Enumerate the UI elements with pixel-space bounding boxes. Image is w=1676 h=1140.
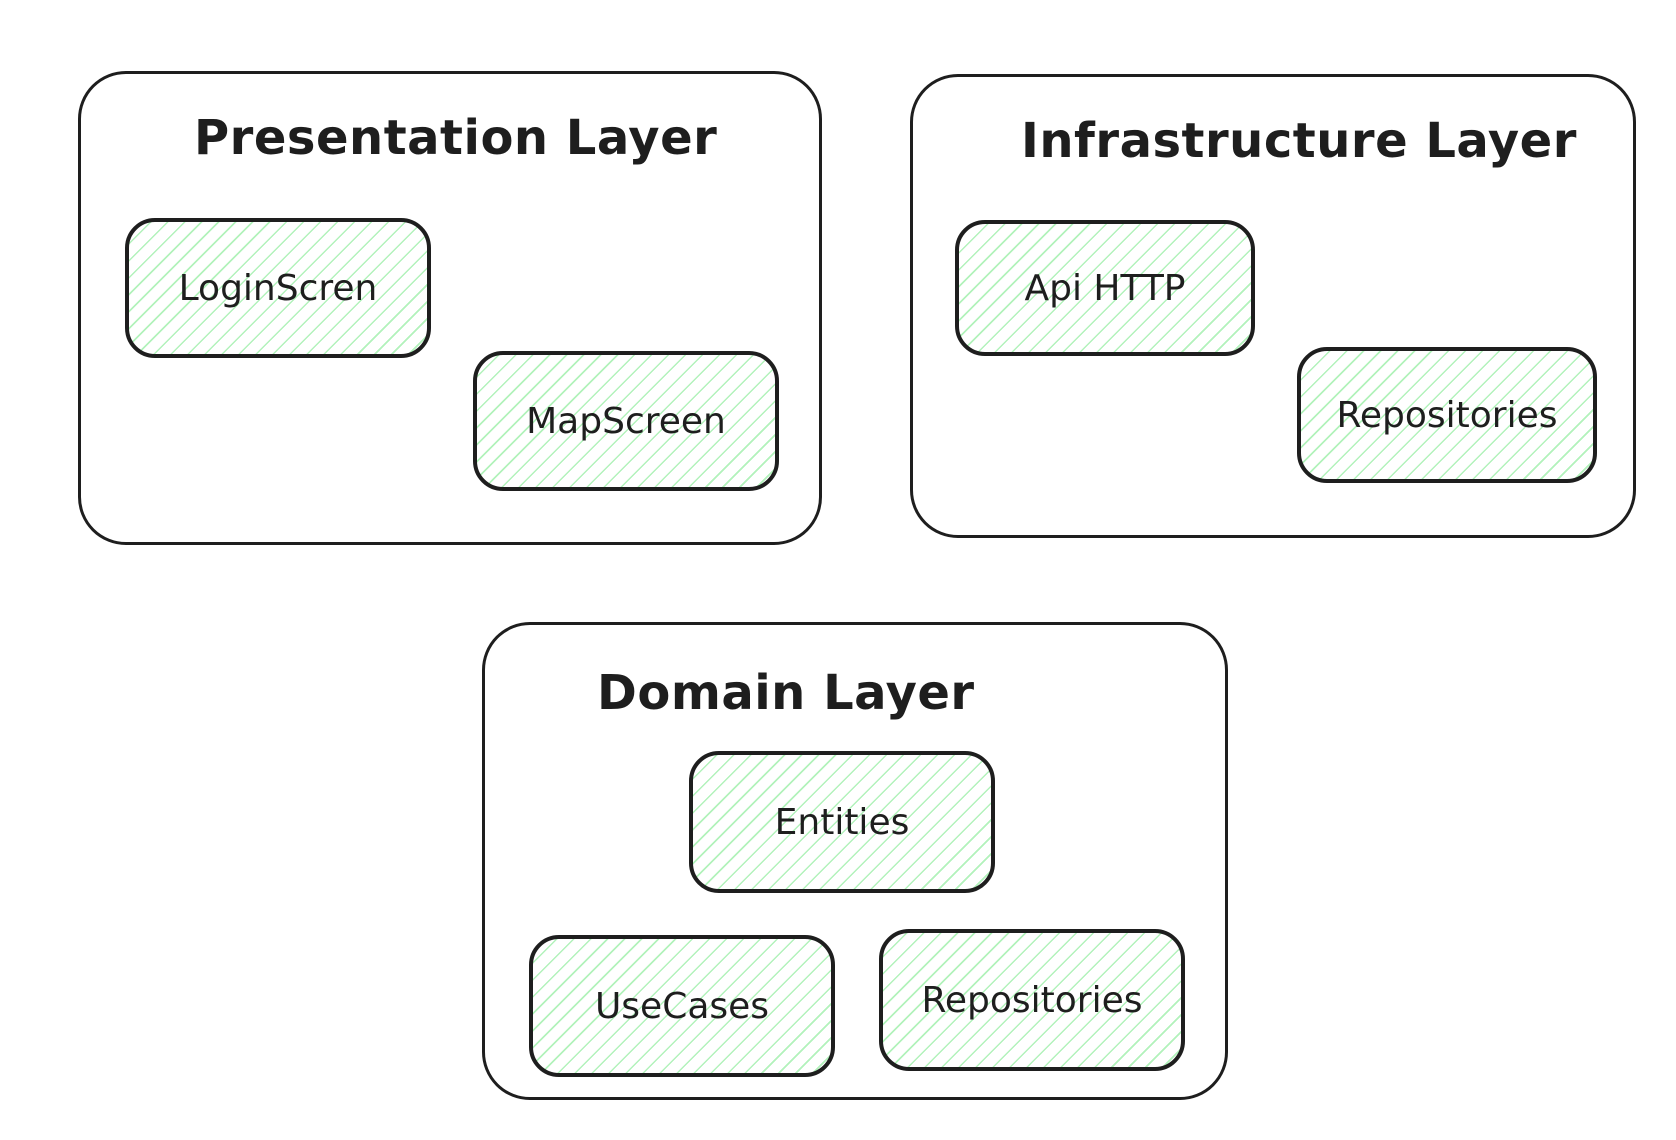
api-http-component[interactable]: Api HTTP xyxy=(955,220,1255,356)
use-cases-component[interactable]: UseCases xyxy=(529,935,835,1077)
domain-layer-box[interactable]: Domain Layer Entities UseCases Repositor… xyxy=(482,622,1228,1100)
infrastructure-layer-title: Infrastructure Layer xyxy=(1021,113,1577,169)
api-http-label: Api HTTP xyxy=(1024,267,1186,309)
map-screen-component[interactable]: MapScreen xyxy=(473,351,779,491)
infrastructure-repositories-label: Repositories xyxy=(1336,394,1558,436)
domain-layer-title: Domain Layer xyxy=(597,665,975,721)
presentation-layer-title: Presentation Layer xyxy=(194,110,718,166)
infrastructure-repositories-component[interactable]: Repositories xyxy=(1297,347,1597,483)
domain-repositories-label: Repositories xyxy=(921,979,1143,1021)
infrastructure-layer-box[interactable]: Infrastructure Layer Api HTTP Repositori… xyxy=(910,74,1636,538)
map-screen-label: MapScreen xyxy=(526,400,726,442)
entities-label: Entities xyxy=(774,801,910,843)
domain-repositories-component[interactable]: Repositories xyxy=(879,929,1185,1071)
use-cases-label: UseCases xyxy=(594,985,770,1027)
login-screen-component[interactable]: LoginScren xyxy=(125,218,431,358)
presentation-layer-box[interactable]: Presentation Layer LoginScren MapScreen xyxy=(78,71,822,545)
login-screen-label: LoginScren xyxy=(178,267,378,309)
entities-component[interactable]: Entities xyxy=(689,751,995,893)
